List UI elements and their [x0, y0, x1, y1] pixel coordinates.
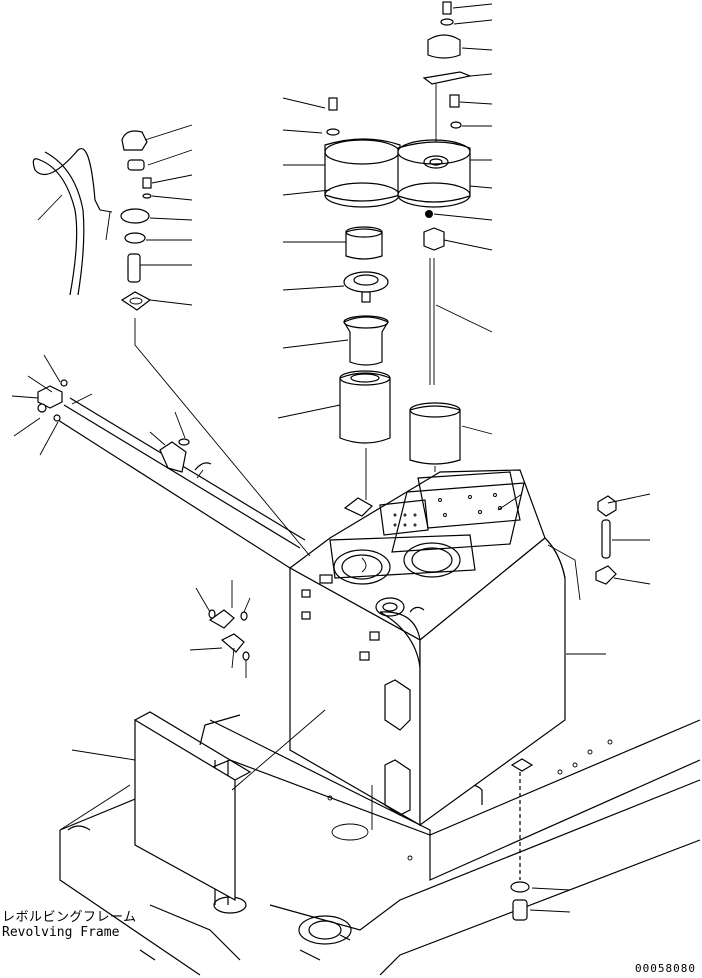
hydraulic-tank: [288, 469, 566, 827]
drawing-number: 00058080: [635, 962, 696, 975]
revolving-frame: [59, 714, 701, 976]
revolving-frame-label-ja: レボルビングフレーム: [2, 910, 137, 925]
breather-assembly: [32, 130, 311, 557]
return-filter-stack: [324, 97, 401, 500]
leader-lines: [11, 3, 651, 913]
main-filter-stack: [397, 1, 473, 472]
revolving-frame-label-en: Revolving Frame: [2, 925, 120, 940]
suction-piping: [37, 379, 306, 661]
shield-plate: [134, 711, 252, 902]
drain-piping: [510, 495, 617, 921]
